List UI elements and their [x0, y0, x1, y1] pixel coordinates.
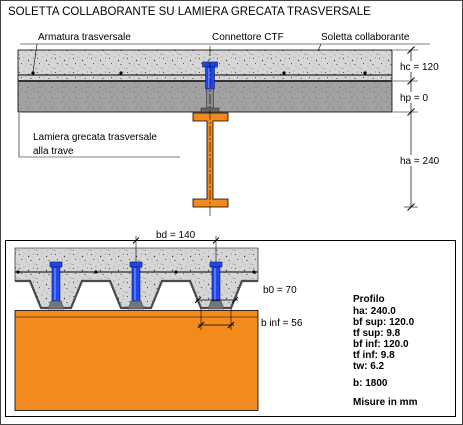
dimension-ha: ha = 240 — [400, 156, 440, 167]
connector-shank — [131, 266, 141, 303]
units-note: Misure in mm — [353, 397, 418, 408]
dimension-tick — [227, 321, 235, 329]
rib-mean-width-dimension: b0 = 70 — [194, 285, 297, 304]
dimension-b-inf: b inf = 56 — [261, 318, 303, 329]
rebar-bar — [31, 71, 35, 75]
profile-spec: bf inf: 120.0 — [353, 339, 409, 350]
connector-head — [49, 261, 63, 268]
dimension-tick — [194, 296, 202, 304]
profile-spec: bf sup: 120.0 — [353, 317, 415, 328]
profile-width: b: 1800 — [353, 378, 388, 389]
rib-bottom-width-dimension: b inf = 56 — [197, 309, 303, 330]
profile-spec: tf inf: 9.8 — [353, 350, 395, 361]
rebar-bar — [119, 71, 123, 75]
label-deck-line1: Lamiera grecata trasversale — [33, 132, 157, 143]
steel-beam-elevation — [14, 310, 259, 411]
steel-i-beam — [192, 112, 229, 208]
dimension-tick — [197, 321, 205, 329]
detail-frame — [5, 240, 456, 417]
dimension-tick — [132, 237, 140, 244]
dimension-label-bg — [398, 61, 444, 72]
dimension-label-bg — [398, 155, 444, 166]
diagram-title: SOLETTA COLLABORANTE SU LAMIERA GRECATA … — [8, 6, 371, 18]
dimension-tick — [231, 296, 239, 304]
connector-head — [129, 261, 143, 268]
height-dimensions: hc = 120 hp = 0 ha = 240 — [393, 46, 444, 211]
shear-connector — [47, 261, 65, 310]
label-slab: Soletta collaborante — [321, 32, 410, 43]
shear-connector — [127, 261, 145, 310]
rebar-bar — [174, 270, 178, 274]
label-deck-line2: alla trave — [33, 146, 74, 157]
label-rebar: Armatura trasversale — [38, 32, 131, 43]
deck-detail: bd = 140 b0 = 70 b inf = 56 Profilo ha: … — [5, 230, 456, 417]
connector-shank — [51, 266, 61, 303]
cross-section: Armatura trasversale Connettore CTF Sole… — [17, 32, 444, 216]
steel-deck-band — [17, 80, 393, 113]
profile-specs: Profilo ha: 240.0 bf sup: 120.0 tf sup: … — [353, 294, 418, 408]
connector-weld — [127, 300, 145, 310]
connector-shank — [211, 266, 221, 303]
dimension-hc: hc = 120 — [400, 62, 439, 73]
dimension-tick — [407, 108, 415, 116]
profile-heading: Profilo — [353, 294, 385, 305]
profile-spec: tf sup: 9.8 — [353, 328, 401, 339]
shear-connector — [207, 261, 225, 310]
connector-weld — [47, 300, 65, 310]
dimension-label-bg — [398, 92, 433, 103]
leader-deck — [18, 113, 180, 158]
rebar-bar — [16, 270, 20, 274]
profile-spec: tw: 6.2 — [353, 361, 385, 372]
dimension-label-bg — [154, 230, 198, 240]
rebar-bar — [282, 71, 286, 75]
dimension-b0: b0 = 70 — [263, 285, 297, 296]
dimension-tick — [407, 203, 415, 211]
leader-rebar — [32, 43, 38, 73]
label-connector: Connettore CTF — [212, 32, 284, 43]
dimension-hp: hp = 0 — [400, 93, 429, 104]
profile-spec: ha: 240.0 — [353, 306, 396, 317]
leader-slab — [317, 43, 322, 52]
dimension-tick — [407, 77, 415, 85]
dimension-tick — [407, 46, 415, 54]
rib-spacing-dimension: bd = 140 — [132, 230, 220, 262]
rebar-bar — [252, 270, 256, 274]
rebar-bar — [94, 270, 98, 274]
dimension-bd: bd = 140 — [156, 230, 196, 241]
connector-weld — [207, 300, 225, 310]
connector-head — [209, 261, 223, 268]
dimension-tick — [212, 237, 220, 244]
rebar-bar — [363, 71, 367, 75]
